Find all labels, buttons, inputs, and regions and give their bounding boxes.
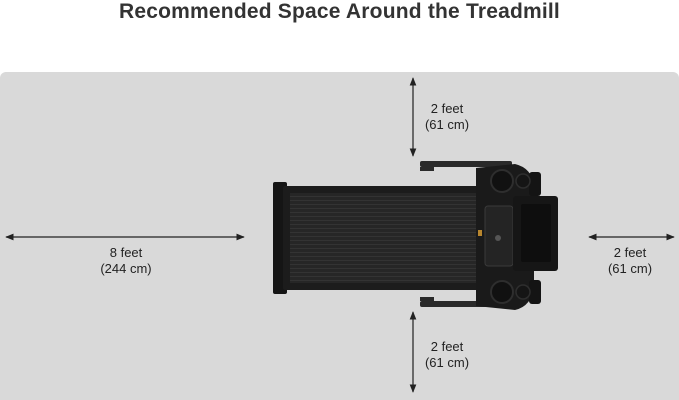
bottom-clearance-cm: (61 cm)	[424, 355, 470, 370]
front-clearance-feet: 2 feet	[613, 245, 647, 260]
top-clearance-label: 2 feet (61 cm)	[412, 101, 482, 133]
treadmill	[273, 161, 558, 310]
running-belt	[290, 193, 478, 283]
rear-clearance-feet: 8 feet	[109, 245, 143, 260]
rear-clearance-label: 8 feet (244 cm)	[86, 245, 166, 277]
top-wheel	[490, 169, 514, 193]
front-clearance-label: 2 feet (61 cm)	[594, 245, 666, 277]
bottom-clearance-feet: 2 feet	[430, 339, 464, 354]
top-clearance-cm: (61 cm)	[424, 117, 470, 132]
front-clearance-cm: (61 cm)	[607, 261, 653, 276]
bottom-clearance-label: 2 feet (61 cm)	[412, 339, 482, 371]
top-rail	[420, 161, 512, 167]
bottom-wheel	[490, 280, 514, 304]
top-clearance-feet: 2 feet	[430, 101, 464, 116]
rear-clearance-cm: (244 cm)	[100, 261, 152, 276]
page-title: Recommended Space Around the Treadmill	[119, 0, 560, 23]
